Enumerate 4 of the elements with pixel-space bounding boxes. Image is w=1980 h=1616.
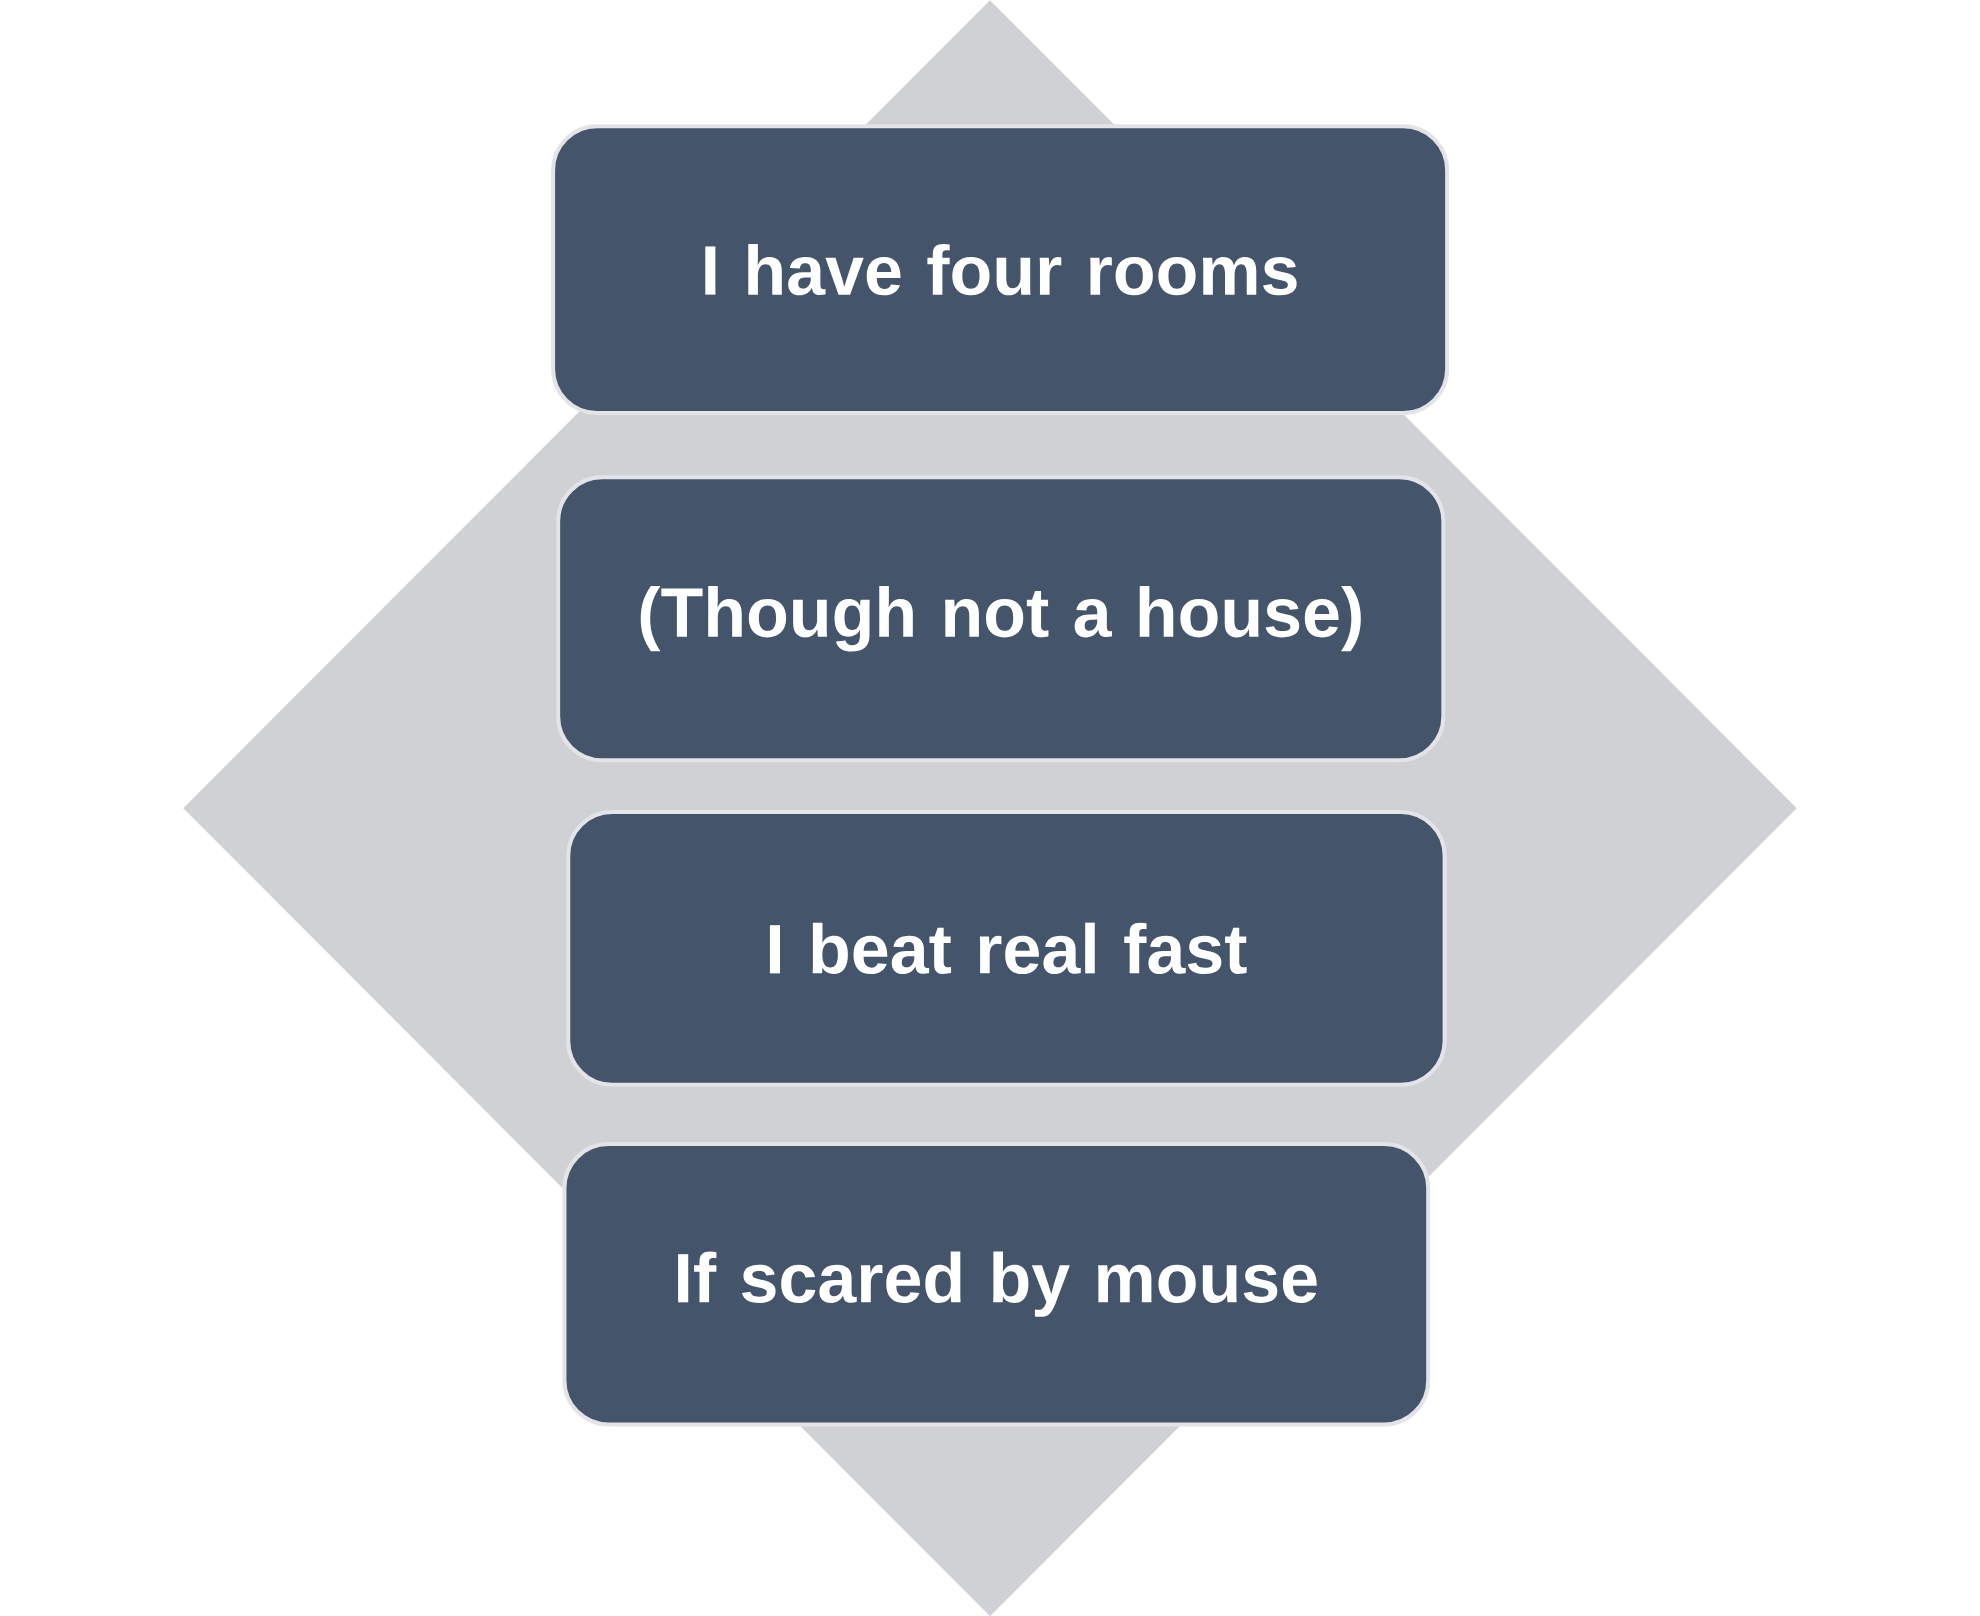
text-box: I beat real fast (566, 809, 1447, 1087)
text-box: I have four rooms (551, 124, 1450, 415)
text-box: If scared by mouse (562, 1141, 1431, 1427)
text-box: (Though not a house) (556, 475, 1446, 763)
